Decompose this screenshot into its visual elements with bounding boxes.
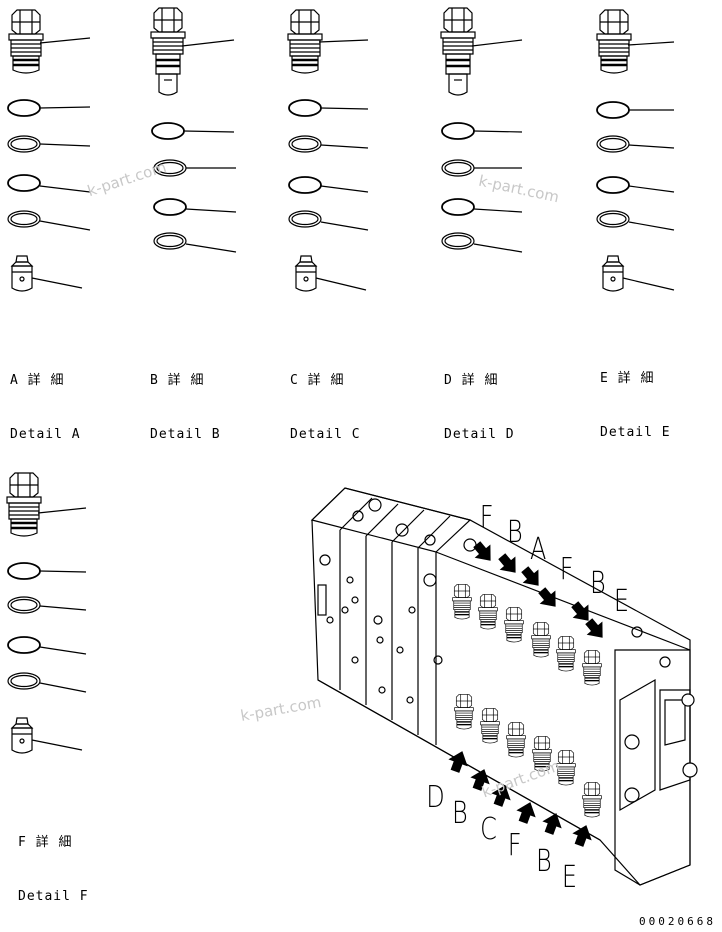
detail-f-parts: [5, 471, 87, 754]
detail-d-parts: [439, 6, 523, 253]
caption-en: Detail C: [290, 427, 361, 442]
drawing-number: 00020668: [639, 915, 716, 928]
caption-en: Detail A: [10, 427, 81, 442]
caption-jp: A 詳 細: [10, 373, 65, 388]
arrow-label: D: [426, 780, 445, 815]
detail-a-parts: [7, 8, 91, 292]
control-valve-assembly: [310, 487, 698, 886]
arrow-label: E: [613, 584, 630, 619]
caption-detail-f: F 詳 細 Detail F: [18, 798, 89, 924]
caption-jp: D 詳 細: [444, 373, 499, 388]
caption-jp: B 詳 細: [150, 373, 205, 388]
caption-detail-d: D 詳 細 Detail D: [444, 336, 515, 462]
caption-en: Detail B: [150, 427, 221, 442]
detail-c-parts: [286, 8, 369, 292]
caption-en: Detail E: [600, 425, 671, 440]
arrow-label: B: [451, 796, 468, 831]
caption-detail-a: A 詳 細 Detail A: [10, 336, 81, 462]
arrow-label: E: [561, 860, 578, 895]
arrow-label: B: [589, 566, 606, 601]
arrow-label: A: [530, 532, 547, 567]
arrow-label: F: [507, 828, 522, 863]
arrow-label: B: [535, 844, 552, 879]
caption-detail-c: C 詳 細 Detail C: [290, 336, 361, 462]
detail-e-parts: [595, 8, 675, 292]
arrow-label: C: [480, 812, 497, 847]
caption-detail-e: E 詳 細 Detail E: [600, 334, 671, 460]
arrow-label: F: [479, 500, 494, 535]
detail-b-parts: [149, 6, 237, 253]
caption-en: Detail F: [18, 889, 89, 904]
arrow-label: F: [559, 552, 574, 587]
caption-jp: F 詳 細: [18, 835, 73, 850]
caption-en: Detail D: [444, 427, 515, 442]
caption-jp: C 詳 細: [290, 373, 345, 388]
caption-detail-b: B 詳 細 Detail B: [150, 336, 221, 462]
caption-jp: E 詳 細: [600, 371, 655, 386]
arrow-label: B: [506, 515, 523, 550]
